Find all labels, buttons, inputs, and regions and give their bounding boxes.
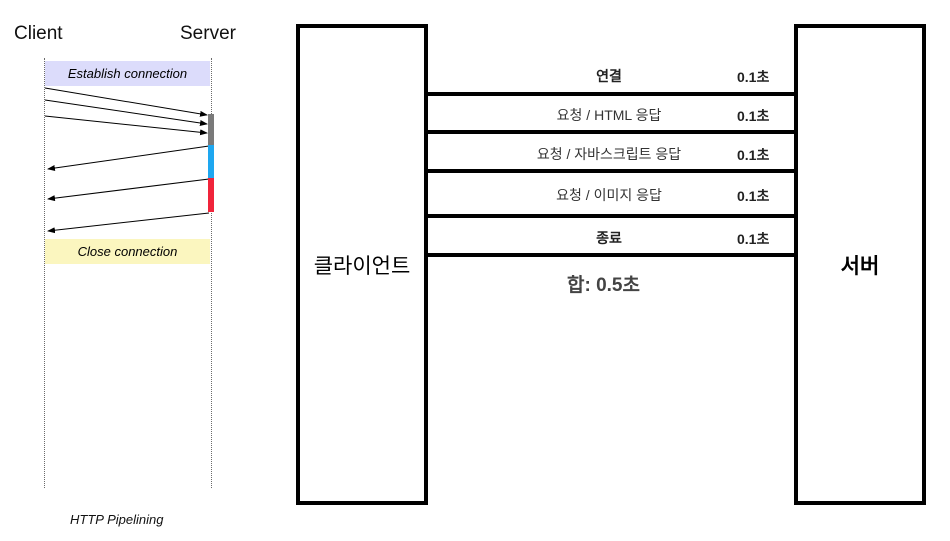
- step-duration: 0.1초: [737, 147, 770, 163]
- server-processing-segment-blue: [208, 145, 214, 178]
- message-arrows: [44, 87, 210, 234]
- server-box-label: 서버: [840, 254, 880, 278]
- response-arrow: [47, 178, 210, 202]
- timeline-divider: [426, 130, 796, 134]
- step-duration: 0.1초: [737, 188, 770, 204]
- timeline-divider: [426, 169, 796, 173]
- server-processing-segment-gray: [208, 114, 214, 145]
- request-arrow: [44, 115, 208, 136]
- pipelining-caption: HTTP Pipelining: [70, 512, 164, 527]
- request-arrow: [44, 99, 208, 126]
- response-arrow: [47, 212, 210, 234]
- establish-connection-band: Establish connection: [45, 61, 210, 86]
- client-box: 클라이언트: [296, 24, 428, 505]
- client-label: Client: [14, 23, 63, 44]
- timeline-divider: [426, 92, 796, 96]
- timeline-divider: [426, 253, 796, 257]
- step-duration: 0.1초: [737, 231, 770, 247]
- client-box-label: 클라이언트: [313, 254, 411, 278]
- server-processing-segment-red: [208, 178, 214, 212]
- step-label-connect: 연결: [596, 68, 622, 84]
- step-duration: 0.1초: [737, 69, 770, 85]
- establish-connection-label: Establish connection: [67, 66, 188, 81]
- server-lifeline: [211, 58, 212, 488]
- server-box: 서버: [794, 24, 926, 505]
- server-label: Server: [180, 23, 236, 44]
- close-connection-band: Close connection: [45, 239, 210, 264]
- timeline-divider: [426, 214, 796, 218]
- step-label-image: 요청 / 이미지 응답: [556, 187, 662, 203]
- response-arrow: [47, 145, 210, 171]
- total-duration: 합: 0.5초: [567, 275, 640, 296]
- step-label-html: 요청 / HTML 응답: [556, 107, 662, 123]
- step-label-javascript: 요청 / 자바스크립트 응답: [536, 146, 682, 162]
- step-label-close: 종료: [596, 230, 622, 246]
- request-arrow: [44, 87, 208, 117]
- client-lifeline: [44, 58, 45, 488]
- close-connection-label: Close connection: [77, 244, 178, 259]
- step-duration: 0.1초: [737, 108, 770, 124]
